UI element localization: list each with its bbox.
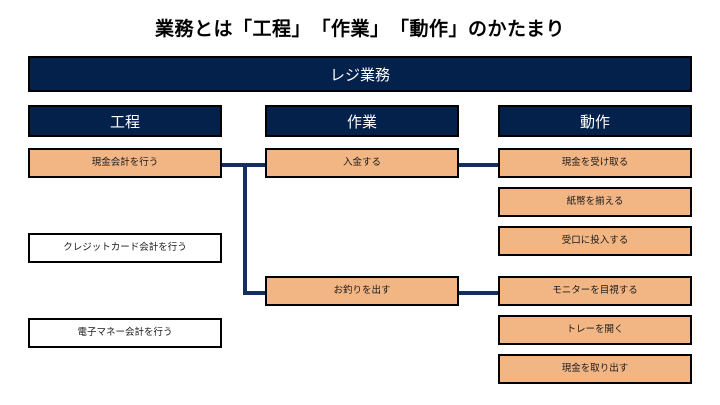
connector-trunk-to-otsuri bbox=[243, 291, 269, 295]
diagram-header-bar: レジ業務 bbox=[28, 56, 692, 92]
connector-nyukin-to-genkin-uketoru bbox=[455, 163, 503, 167]
process-box-cash-accounting[interactable]: 現金会計を行う bbox=[28, 148, 222, 178]
task-box-give-change[interactable]: お釣りを出す bbox=[265, 276, 459, 306]
motion-box-check-monitor[interactable]: モニターを目視する bbox=[498, 276, 692, 306]
motion-box-align-bills[interactable]: 紙幣を揃える bbox=[498, 187, 692, 217]
page-title: 業務とは「工程」 「作業」 「動作」のかたまり bbox=[155, 19, 565, 40]
task-box-deposit[interactable]: 入金する bbox=[265, 148, 459, 178]
process-box-emoney-accounting[interactable]: 電子マネー会計を行う bbox=[28, 318, 222, 348]
motion-box-take-out-cash[interactable]: 現金を取り出す bbox=[498, 354, 692, 384]
motion-box-open-tray[interactable]: トレーを開く bbox=[498, 315, 692, 345]
motion-box-insert-into-slot[interactable]: 受口に投入する bbox=[498, 226, 692, 256]
column-header-dousa: 動作 bbox=[498, 105, 692, 137]
process-box-credit-card-accounting[interactable]: クレジットカード会計を行う bbox=[28, 233, 222, 263]
motion-box-receive-cash[interactable]: 現金を受け取る bbox=[498, 148, 692, 178]
column-header-sagyo: 作業 bbox=[265, 105, 459, 137]
column-header-kotei: 工程 bbox=[28, 105, 222, 137]
connector-otsuri-to-monitor bbox=[455, 291, 503, 295]
connector-vertical-trunk bbox=[243, 163, 247, 295]
